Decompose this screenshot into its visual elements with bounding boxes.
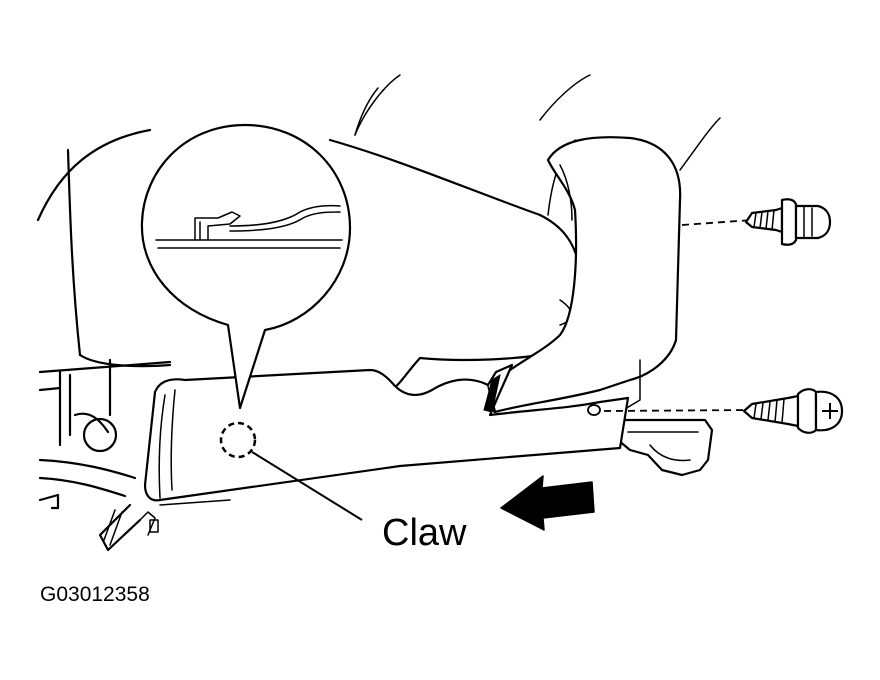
left-arrow-icon bbox=[500, 475, 595, 531]
flange-bolt-icon bbox=[681, 198, 832, 246]
recliner-cover bbox=[488, 117, 721, 414]
detail-callout bbox=[140, 123, 352, 410]
figure-code: G03012358 bbox=[40, 583, 150, 606]
seat-frame bbox=[38, 358, 231, 552]
phillips-screw-icon bbox=[587, 388, 844, 434]
claw-leader-line bbox=[251, 451, 363, 521]
claw-marker bbox=[219, 421, 257, 459]
rear-bracket bbox=[616, 418, 714, 477]
seat-side-shield bbox=[143, 363, 630, 502]
claw-label: Claw bbox=[382, 512, 467, 554]
